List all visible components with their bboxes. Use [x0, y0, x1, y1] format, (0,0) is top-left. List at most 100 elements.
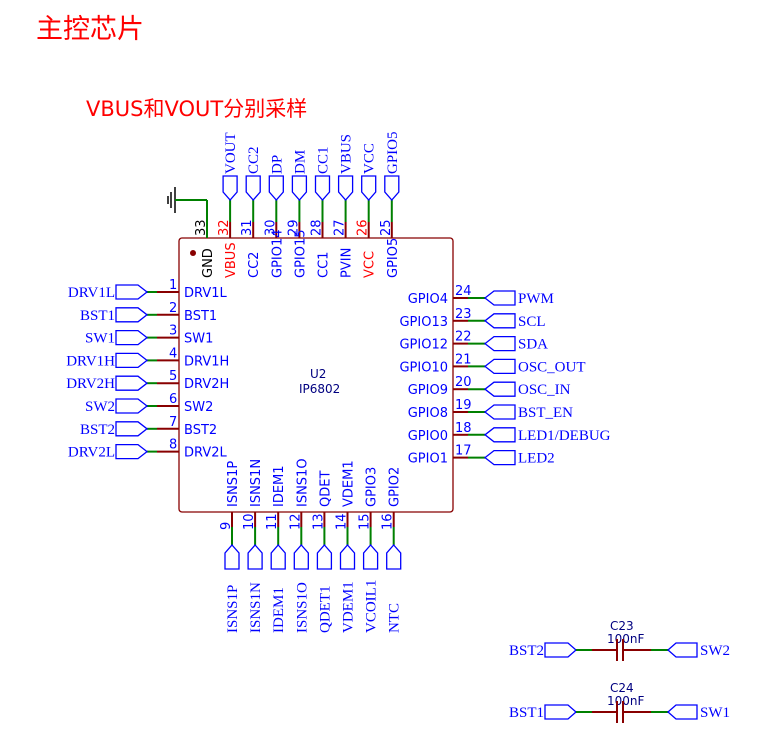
pin-number: 24 [455, 284, 472, 299]
pin-name: VCC [363, 251, 378, 278]
pin-name: GPIO10 [399, 360, 448, 375]
pin-name: GPIO2 [388, 467, 403, 507]
cap-designator: C23 [610, 619, 634, 633]
net-port-icon [222, 175, 238, 201]
net-label: DP [269, 155, 285, 174]
net-port-icon [268, 175, 284, 201]
net-port-icon [483, 335, 516, 352]
net-label: NTC [387, 603, 403, 633]
net-port-icon [483, 381, 516, 397]
net-port-icon [483, 449, 516, 466]
chip-designator: U2 [310, 367, 326, 381]
pin-number: 11 [265, 513, 280, 530]
net-label: BST_EN [518, 405, 573, 421]
pin-name: VDEM1 [342, 460, 357, 507]
pin-number: 4 [169, 346, 177, 361]
net-label: ISNS1P [225, 585, 241, 633]
pin-number: 29 [286, 219, 301, 236]
net-label: ISNS1O [294, 582, 310, 633]
pin1-dot [190, 250, 196, 256]
net-port-icon [115, 329, 149, 346]
pin-number: 5 [169, 369, 177, 384]
net-label: VCC [362, 143, 378, 174]
net-port-icon [483, 290, 516, 306]
pin-name: DRV1L [184, 286, 227, 301]
pin-name: GPIO9 [408, 383, 448, 398]
net-label: DRV2H [66, 376, 115, 392]
net-port-icon [339, 544, 356, 570]
pin-name: SW2 [184, 400, 213, 415]
pin-number: 16 [381, 513, 396, 530]
net-label: VOUT [223, 132, 239, 174]
net-label: CC1 [316, 146, 332, 174]
pin-number: 2 [169, 301, 177, 316]
cap-designator: C24 [610, 681, 634, 695]
pin-name: DRV2H [184, 377, 229, 392]
net-label: SW2 [85, 399, 115, 415]
pin-number: 25 [379, 219, 394, 236]
net-port-icon [483, 358, 516, 375]
pin-name: GPIO0 [408, 429, 448, 444]
pin-name: GPIO5 [386, 238, 401, 278]
pin-number: 20 [455, 375, 472, 390]
net-label: CC2 [246, 146, 262, 174]
net-label: DRV1L [68, 285, 115, 301]
net-label: SW1 [85, 331, 115, 347]
net-port-icon [362, 544, 379, 570]
net-label: VBUS [339, 134, 355, 174]
net-label: BST2 [509, 643, 544, 659]
pin-name: GPIO3 [365, 467, 380, 507]
net-port-icon [483, 404, 516, 420]
net-port-icon [667, 642, 698, 658]
pin-number: 23 [455, 307, 472, 322]
pin-number: 10 [242, 513, 257, 530]
pin-name: GPIO14 [270, 229, 285, 278]
pin-name: PVIN [340, 248, 355, 278]
pin-name: DRV2L [184, 446, 227, 461]
pin-number: 6 [169, 392, 177, 407]
pin-number: 31 [240, 219, 255, 236]
net-label: BST1 [80, 308, 115, 324]
net-label: DRV1H [66, 353, 115, 369]
net-port-icon [115, 421, 149, 437]
net-port-icon [115, 284, 149, 300]
main-title: 主控芯片 [36, 14, 144, 45]
net-port-icon [115, 443, 149, 460]
pin-number: 33 [194, 219, 209, 236]
net-label: DM [292, 150, 308, 174]
net-port-icon [291, 175, 308, 201]
pin-number: 3 [169, 324, 177, 339]
net-label: IDEM1 [271, 587, 287, 633]
net-port-icon [293, 544, 309, 570]
pin-name: GPIO1 [408, 452, 448, 467]
pin-name: QDET [318, 471, 333, 507]
pin-name: VBUS [224, 242, 239, 278]
net-port-icon [483, 427, 516, 443]
pin-name: ISNS1P [226, 461, 241, 507]
net-label: ISNS1N [248, 582, 264, 633]
